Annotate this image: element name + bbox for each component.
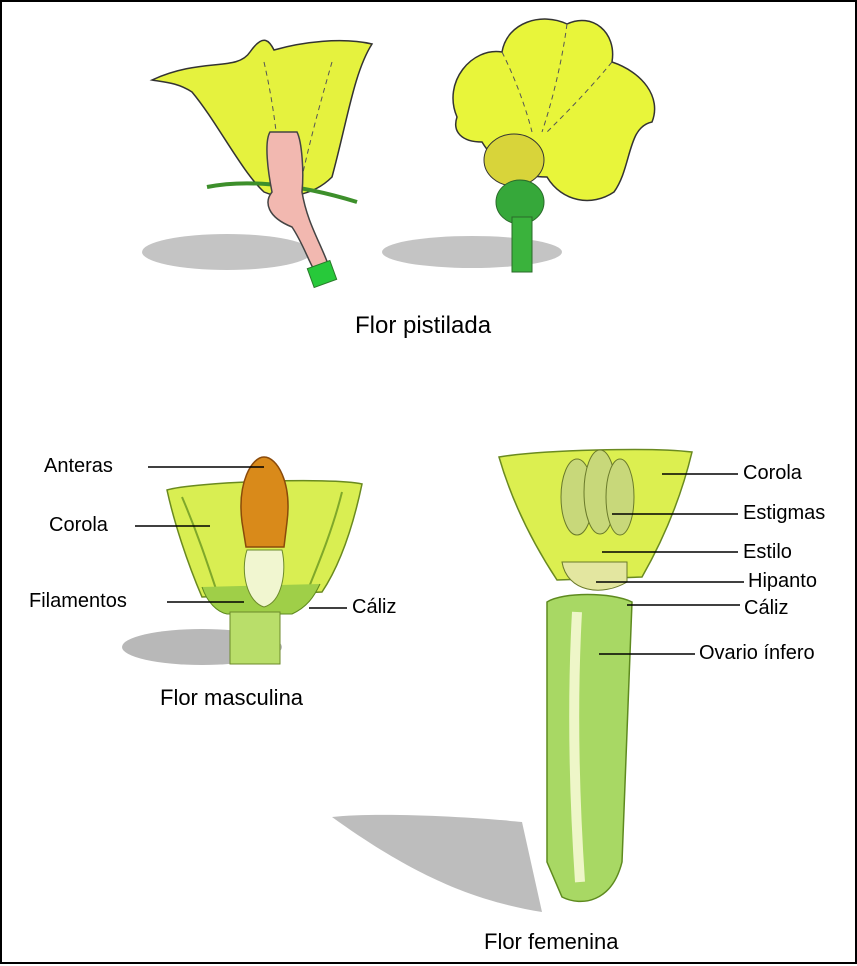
label-anteras: Anteras xyxy=(44,456,113,476)
label-corola-masculina: Corola xyxy=(49,515,108,535)
label-estigmas: Estigmas xyxy=(743,503,825,523)
caption-flor-masculina: Flor masculina xyxy=(160,687,303,709)
label-caliz-femenina: Cáliz xyxy=(744,598,788,618)
label-corola-femenina: Corola xyxy=(743,463,802,483)
caption-flor-pistilada: Flor pistilada xyxy=(355,314,491,338)
label-hipanto: Hipanto xyxy=(748,571,817,591)
pistillate-flower-left xyxy=(142,40,372,287)
label-filamentos: Filamentos xyxy=(29,591,127,611)
male-flower xyxy=(122,457,362,665)
label-ovario-infero: Ovario ínfero xyxy=(699,643,815,663)
female-flower xyxy=(332,450,692,912)
label-caliz-masculina: Cáliz xyxy=(352,597,396,617)
caption-flor-femenina: Flor femenina xyxy=(484,931,619,953)
label-estilo: Estilo xyxy=(743,542,792,562)
pistillate-flower-right xyxy=(382,19,655,272)
